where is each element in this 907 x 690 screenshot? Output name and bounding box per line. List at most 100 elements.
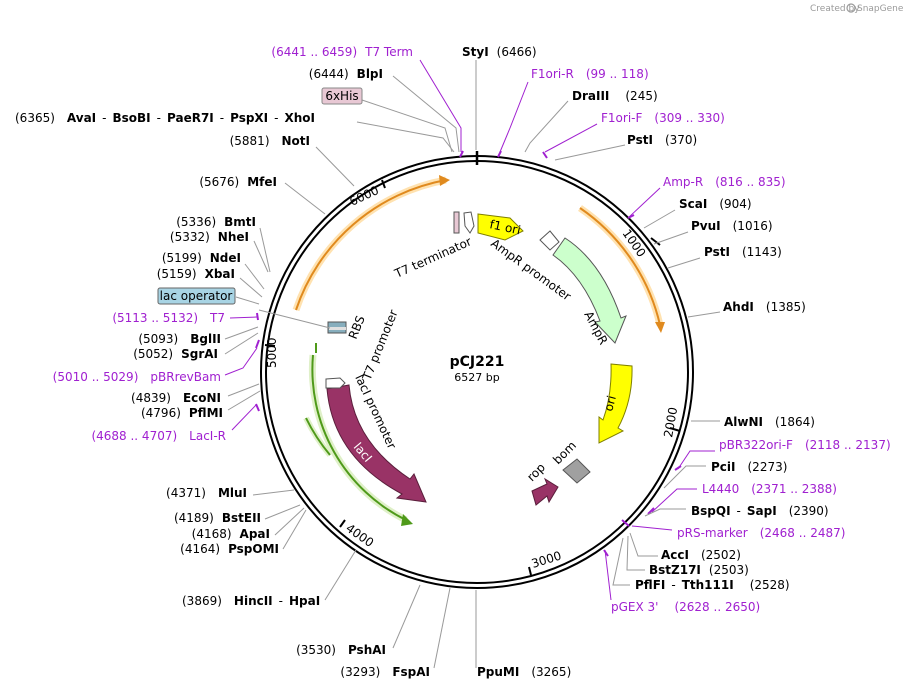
leader-acci — [629, 532, 658, 557]
site-econi: (4839)EcoNI — [131, 391, 221, 405]
site-pbr322ori-f: pBR322ori-F(2118 .. 2137) — [719, 438, 891, 452]
leader-pshai — [392, 584, 421, 649]
site-apai: (4168)ApaI — [192, 527, 270, 541]
site-psti-370: PstI(370) — [627, 133, 697, 147]
site-labels: (6441 .. 6459)T7 Term StyI(6466) (6444)B… — [15, 45, 891, 679]
t7-terminator-arrow — [463, 211, 475, 234]
rop-label: rop — [524, 460, 548, 484]
leader-pbrrevbam — [224, 347, 258, 376]
snapgene-credit: Created by SnapGene — [810, 3, 904, 14]
site-noti: (5881)NotI — [230, 134, 310, 148]
site-psti-1143: PstI(1143) — [704, 245, 782, 259]
leader-pflmi — [227, 390, 261, 411]
site-hincii-group: (3869)HincII-HpaI — [182, 594, 320, 608]
site-f1ori-f: F1ori-F(309 .. 330) — [601, 111, 725, 125]
site-amp-r: Amp-R(816 .. 835) — [663, 175, 786, 189]
rbs-box — [329, 327, 346, 330]
leader-fspai — [433, 587, 451, 669]
leader-t7 — [229, 316, 258, 319]
credit-brand: SnapGene — [857, 4, 904, 14]
laci-arrow — [326, 384, 427, 503]
leader-pgex3 — [604, 549, 612, 601]
leader-l4440 — [651, 488, 697, 513]
leader-rbs — [258, 309, 331, 329]
leader-mfei — [284, 182, 326, 215]
site-laci-r: (4688 .. 4707)LacI-R — [91, 429, 226, 443]
leader-ndei — [244, 263, 265, 290]
tick-1000 — [650, 237, 661, 246]
plasmid-name: pCJ221 — [450, 354, 505, 370]
leader-pflfi — [612, 537, 630, 586]
site-pcii: PciI(2273) — [711, 460, 787, 474]
site-pvui: PvuI(1016) — [691, 219, 773, 233]
site-styi: StyI(6466) — [462, 45, 537, 59]
leader-mlui — [252, 489, 295, 496]
plasmid-size: 6527 bp — [454, 371, 499, 384]
leader-econi — [227, 383, 260, 397]
tick-3000 — [528, 566, 532, 576]
orf-arc-right — [579, 207, 661, 326]
leader-ahdi — [687, 311, 721, 318]
site-prs-marker: pRS-marker(2468 .. 2487) — [677, 526, 845, 540]
leader-xbai — [239, 277, 263, 298]
leader-psti-1143 — [667, 257, 701, 269]
his-tag-label-box — [321, 87, 363, 105]
bom-box — [562, 458, 591, 484]
site-pshai: (3530)PshAI — [296, 643, 386, 657]
leader-bsteii — [264, 504, 301, 520]
site-blpi: (6444)BlpI — [309, 67, 383, 81]
site-ahdi: AhdI(1385) — [723, 300, 806, 314]
site-bglii: (5093)BglII — [138, 332, 221, 346]
leader-aval — [356, 121, 455, 153]
rbs-label: RBS — [346, 314, 368, 341]
tick-6000 — [381, 179, 386, 189]
leader-pvui — [653, 231, 689, 245]
site-l4440: L4440(2371 .. 2388) — [702, 482, 837, 496]
backbone — [260, 151, 694, 589]
leader-lines — [224, 59, 721, 669]
site-pbrrevbam: (5010 .. 5029)pBRrevBam — [53, 370, 221, 384]
site-f1ori-r: F1ori-R(99 .. 118) — [531, 67, 649, 81]
rop-arrow — [531, 477, 559, 506]
laci-orf-inner — [305, 417, 331, 456]
prs-marker-primer-tick — [621, 519, 630, 527]
leader-sgrai — [224, 332, 259, 355]
leader-hincii — [324, 549, 357, 601]
tick-label-5000: 5000 — [265, 337, 279, 368]
leader-f1ori-f — [544, 123, 598, 153]
t7-terminator-label: T7 terminator — [392, 234, 474, 281]
leader-apai — [274, 507, 305, 536]
laci-orf-outer — [311, 354, 407, 521]
site-ndei: (5199)NdeI — [162, 251, 241, 265]
site-pupmi: PpuMI(3265) — [477, 665, 571, 679]
site-pgex3: pGEX 3'(2628 .. 2650) — [611, 600, 760, 614]
credit-prefix: Created by — [810, 4, 860, 14]
leader-his — [361, 99, 453, 153]
site-pspomi: (4164)PspOMI — [180, 542, 279, 556]
ori-arrow — [598, 363, 633, 444]
leader-blpi — [392, 75, 460, 153]
lac-operator-label: lac operator — [160, 289, 233, 303]
lac-operator-label-box — [157, 287, 236, 305]
leader-bspqi — [644, 508, 686, 517]
site-nhei: (5332)NheI — [170, 230, 249, 244]
snapgene-logo-icon — [846, 3, 856, 13]
primer-ticks — [255, 150, 682, 557]
site-pflfi-group: PflFI-Tth111I(2528) — [635, 578, 790, 592]
site-aval-group: (6365)AvaI-BsoBI-PaeR7I-PspXI-XhoI — [15, 111, 315, 125]
his-tag-label: 6xHis — [325, 89, 358, 103]
leader-draiii — [524, 100, 569, 153]
site-t7term: (6441 .. 6459)T7 Term — [271, 45, 413, 59]
pbrrevbam-primer-tick — [255, 339, 260, 349]
orf-arc-left-arrowhead — [439, 175, 450, 186]
f1-ori-arrow — [477, 213, 524, 241]
tick-5000 — [264, 344, 276, 347]
tick-label-2000: 2000 — [661, 406, 680, 439]
site-bspqi-group: BspQI-SapI(2390) — [691, 504, 829, 518]
tick-4000 — [339, 519, 346, 528]
site-sgrai: (5052)SgrAI — [133, 347, 218, 361]
site-mfei: (5676)MfeI — [199, 175, 277, 189]
plasmid-title: pCJ221 6527 bp — [450, 354, 505, 384]
site-t7: (5113 .. 5132)T7 — [112, 311, 225, 325]
